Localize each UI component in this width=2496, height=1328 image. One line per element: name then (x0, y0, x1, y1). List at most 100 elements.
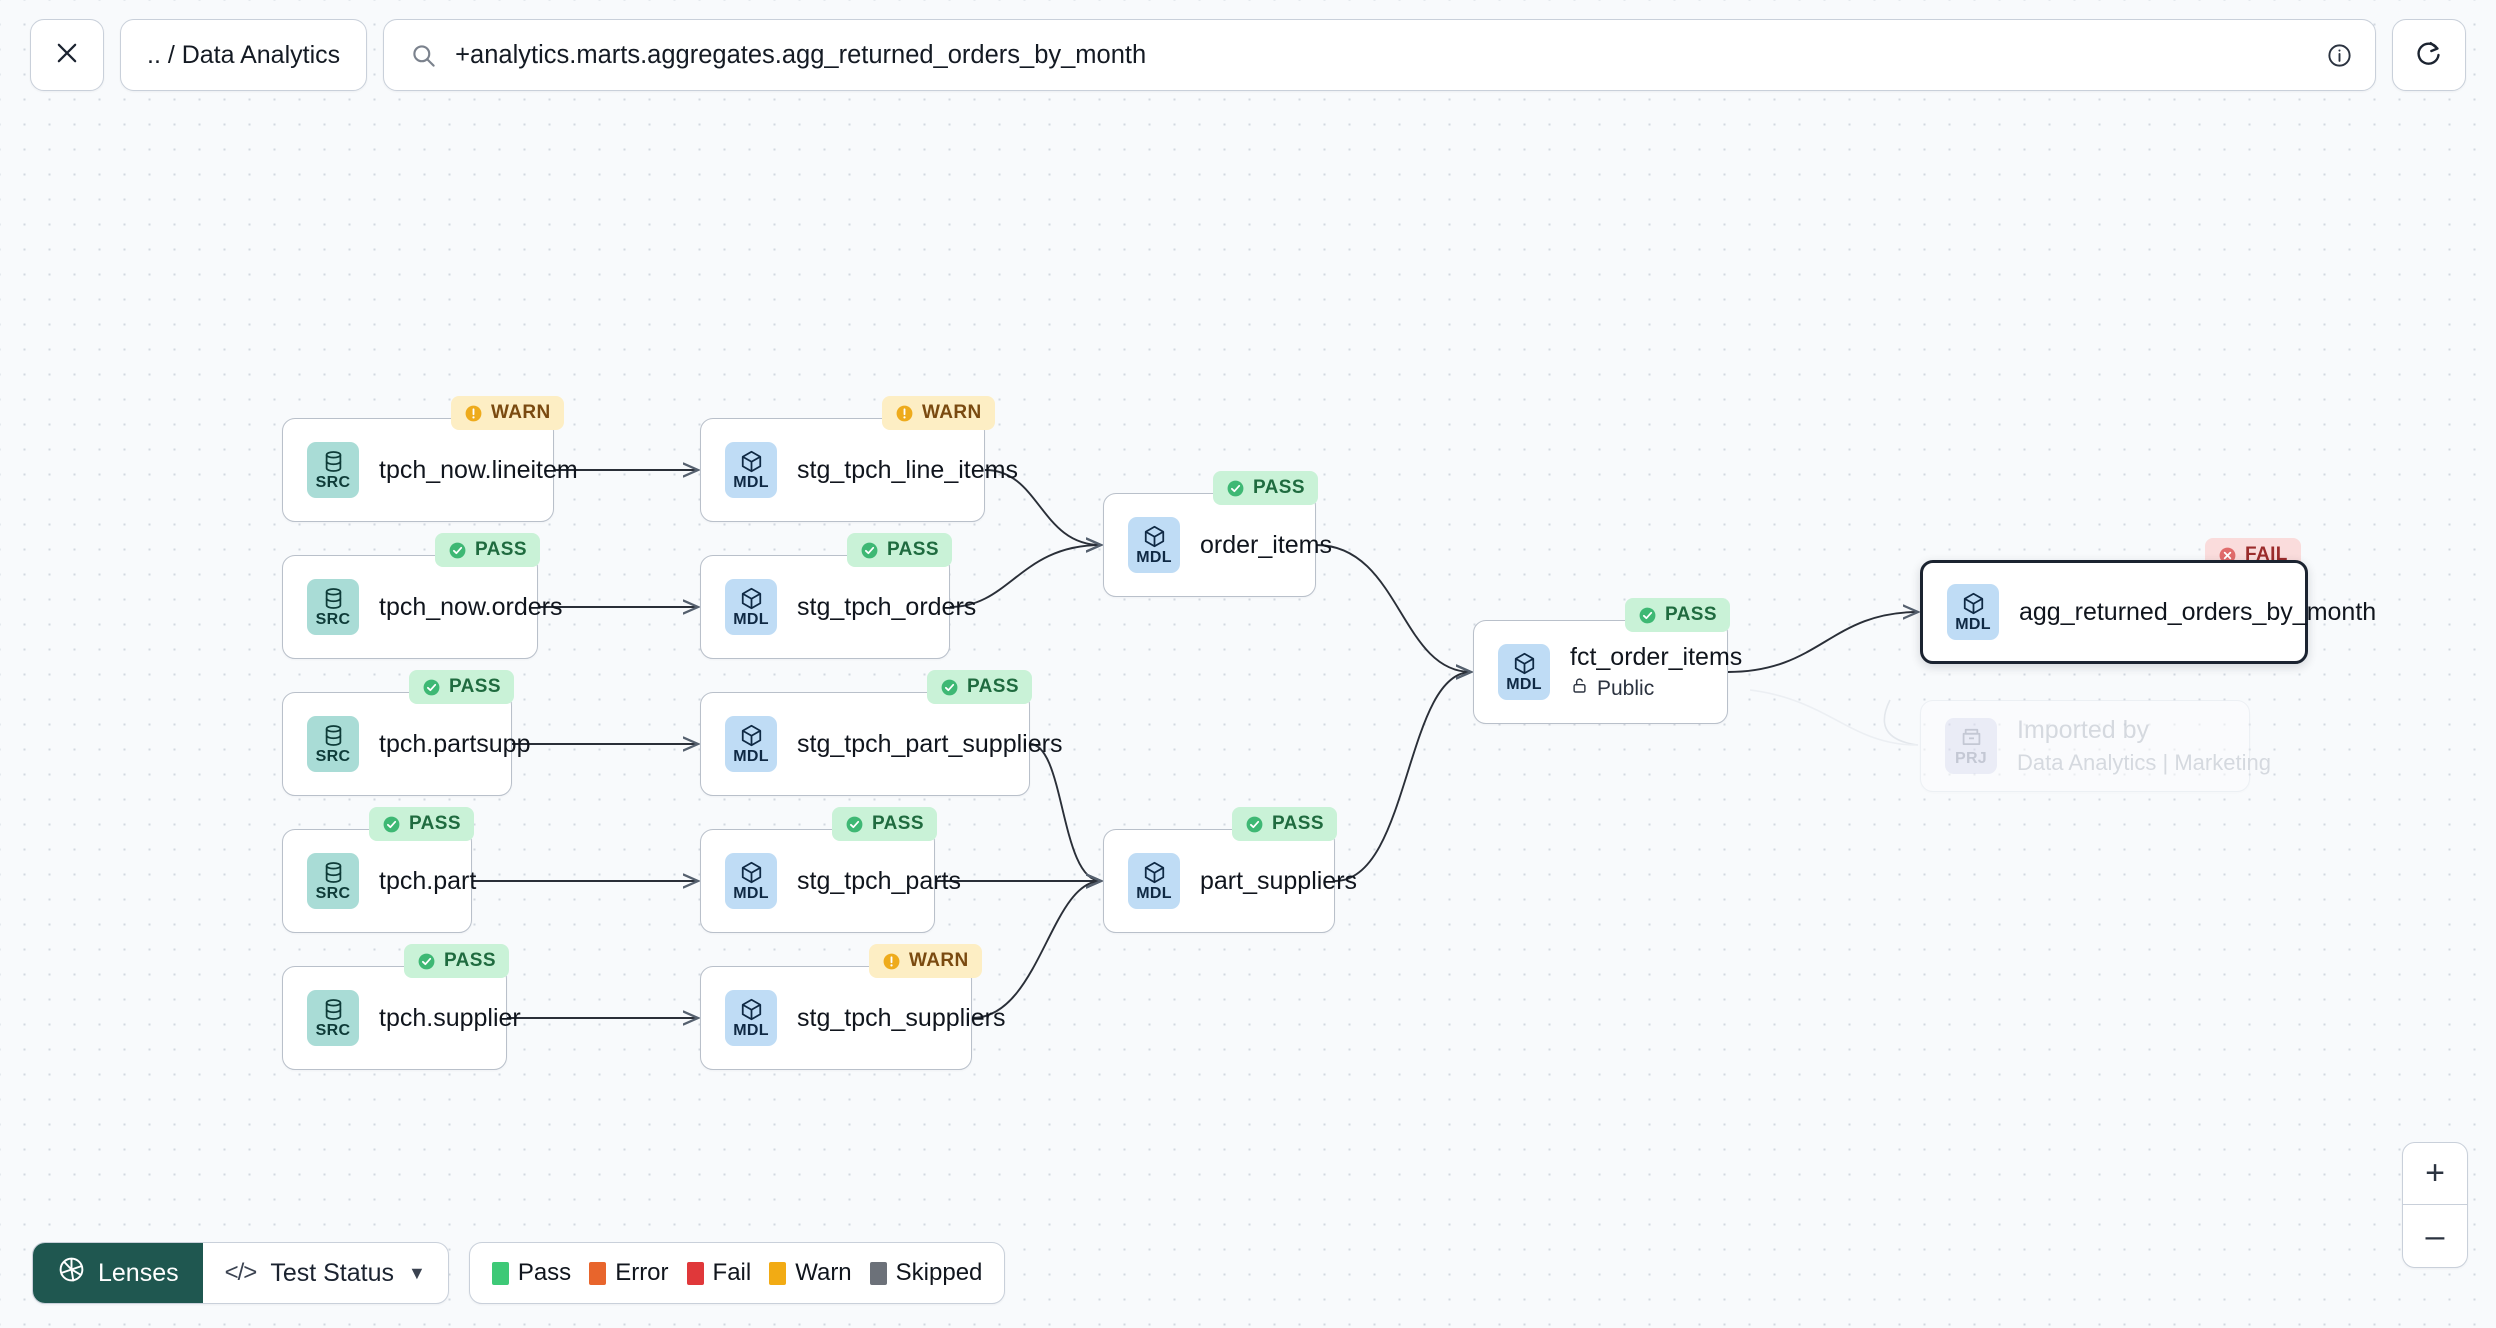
status-badge-pass[interactable]: PASS (832, 807, 937, 841)
status-badge-label: PASS (1665, 604, 1717, 625)
pass-icon (417, 952, 436, 971)
node-body: stg_tpch_suppliers (797, 1004, 1005, 1033)
node-label: stg_tpch_line_items (797, 455, 1018, 484)
mdl-type-icon: MDL (725, 853, 777, 909)
lenses-button[interactable]: Lenses (33, 1243, 203, 1303)
mdl-type-icon: MDL (725, 990, 777, 1046)
graph-node-tpch_now_orders[interactable]: SRC tpch_now.orders (282, 555, 562, 659)
mdl-type-icon: MDL (1947, 584, 1999, 640)
src-type-icon: SRC (307, 442, 359, 498)
status-badge-pass[interactable]: PASS (1232, 807, 1337, 841)
pass-icon (448, 541, 467, 560)
close-button[interactable] (30, 19, 104, 91)
pass-icon (1638, 606, 1657, 625)
node-label: tpch.part (379, 866, 477, 895)
refresh-button[interactable] (2392, 19, 2466, 91)
legend-label: Error (615, 1259, 669, 1286)
legend-item-error[interactable]: Error (589, 1259, 669, 1287)
status-badge-pass[interactable]: PASS (1213, 471, 1318, 505)
pass-icon (1226, 479, 1245, 498)
status-badge-pass[interactable]: PASS (369, 807, 474, 841)
status-badge-warn[interactable]: WARN (869, 944, 982, 978)
search-input[interactable]: +analytics.marts.aggregates.agg_returned… (455, 40, 1147, 69)
legend-item-warn[interactable]: Warn (769, 1259, 852, 1287)
pass-icon (845, 815, 864, 834)
node-sublabel: Public (1570, 676, 1742, 701)
status-badge-warn[interactable]: WARN (451, 396, 564, 430)
graph-node-agg_returned_orders_by_month[interactable]: MDL agg_returned_orders_by_month (1920, 560, 2376, 664)
node-body: stg_tpch_parts (797, 867, 961, 896)
node-body: tpch.partsupp (379, 730, 531, 759)
legend-label: Pass (517, 1259, 572, 1286)
graph-node-tpch_now_lineitem[interactable]: SRC tpch_now.lineitem (282, 418, 578, 522)
legend-item-skipped[interactable]: Skipped (869, 1259, 982, 1287)
node-label: tpch_now.orders (379, 592, 563, 621)
status-badge-pass[interactable]: PASS (409, 670, 514, 704)
graph-node-part_suppliers[interactable]: MDL part_suppliers (1103, 829, 1357, 933)
status-badge-warn[interactable]: WARN (882, 396, 995, 430)
node-body: tpch.part (379, 867, 476, 896)
pass-icon (382, 815, 401, 834)
pass-icon (1245, 815, 1264, 834)
node-body: agg_returned_orders_by_month (2019, 598, 2376, 627)
node-label: tpch_now.lineitem (379, 455, 578, 484)
status-badge-pass[interactable]: PASS (847, 533, 952, 567)
legend-item-fail[interactable]: Fail (686, 1259, 752, 1287)
status-badge-pass[interactable]: PASS (435, 533, 540, 567)
status-badge-label: PASS (887, 539, 939, 560)
legend-item-pass[interactable]: Pass (491, 1259, 572, 1287)
search-bar[interactable]: +analytics.marts.aggregates.agg_returned… (383, 19, 2376, 91)
mdl-type-icon: MDL (1128, 853, 1180, 909)
src-type-icon: SRC (307, 579, 359, 635)
zoom-out-button[interactable]: – (2425, 1216, 2445, 1255)
graph-node-stg_tpch_suppliers[interactable]: MDL stg_tpch_suppliers (700, 966, 1005, 1070)
node-label: stg_tpch_parts (797, 866, 961, 895)
status-badge-pass[interactable]: PASS (1625, 598, 1730, 632)
status-badge-label: PASS (449, 676, 501, 697)
legend-swatch (769, 1261, 787, 1285)
breadcrumb[interactable]: .. / Data Analytics (120, 19, 368, 91)
status-badge-label: PASS (444, 950, 496, 971)
node-sublabel-text: Public (1597, 676, 1655, 700)
status-badge-label: PASS (1253, 477, 1305, 498)
node-label: stg_tpch_suppliers (797, 1003, 1006, 1032)
breadcrumb-label: .. / Data Analytics (147, 40, 341, 69)
status-badge-label: PASS (967, 676, 1019, 697)
search-icon (410, 42, 437, 69)
node-label: stg_tpch_orders (797, 592, 977, 621)
info-icon[interactable] (2326, 42, 2353, 69)
legend-swatch (869, 1261, 887, 1285)
mdl-type-icon: MDL (1498, 644, 1550, 700)
top-toolbar: .. / Data Analytics +analytics.marts.agg… (0, 0, 2496, 110)
status-badge-label: PASS (872, 813, 924, 834)
test-status-selector[interactable]: </> Test Status ▼ (203, 1243, 448, 1303)
graph-node-stg_tpch_parts[interactable]: MDL stg_tpch_parts (700, 829, 961, 933)
aperture-icon (57, 1255, 86, 1291)
status-badge-label: FAIL (2245, 544, 2288, 565)
status-badge-label: PASS (409, 813, 461, 834)
zoom-in-button[interactable]: + (2403, 1143, 2467, 1205)
legend-swatch (686, 1261, 704, 1285)
pass-icon (940, 678, 959, 697)
node-label: stg_tpch_part_suppliers (797, 729, 1063, 758)
zoom-controls: + – (2402, 1142, 2468, 1268)
status-badge-pass[interactable]: PASS (927, 670, 1032, 704)
bottom-toolbar: Lenses </> Test Status ▼ Pass Error Fail Wa… (32, 1242, 1006, 1304)
status-badge-pass[interactable]: PASS (404, 944, 509, 978)
legend-label: Fail (712, 1259, 752, 1286)
warn-icon (464, 404, 483, 423)
node-label: part_suppliers (1200, 866, 1358, 895)
close-icon (53, 39, 81, 72)
